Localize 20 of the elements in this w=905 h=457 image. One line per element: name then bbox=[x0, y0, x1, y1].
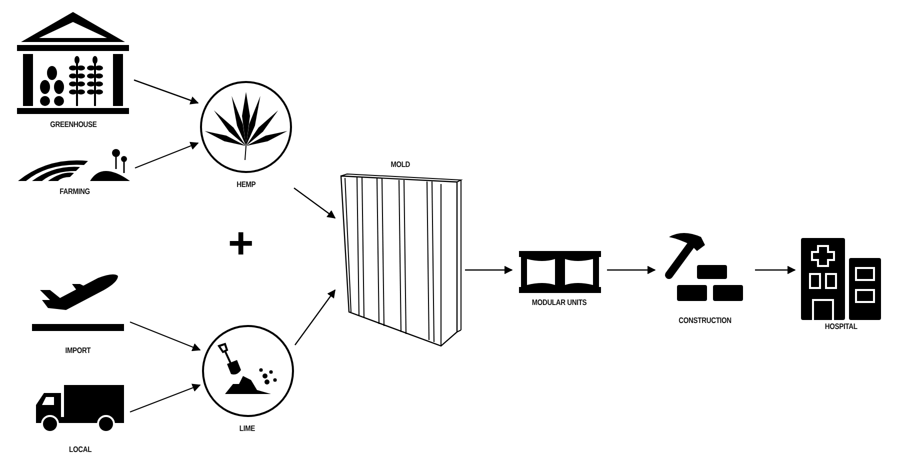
arrow bbox=[134, 142, 199, 169]
node-label: FARMING bbox=[60, 187, 90, 197]
node-label: MODULAR UNITS bbox=[532, 298, 587, 308]
node-label: HOSPITAL bbox=[824, 322, 858, 332]
arrow bbox=[134, 79, 199, 104]
arrow bbox=[465, 266, 513, 274]
arrow bbox=[130, 384, 201, 413]
arrow bbox=[294, 289, 336, 346]
arrow bbox=[755, 266, 796, 274]
arrow bbox=[607, 266, 656, 274]
arrow bbox=[130, 321, 201, 352]
plus-sign: + bbox=[228, 222, 254, 266]
node-label: LIME bbox=[240, 424, 256, 434]
node-label: GREENHOUSE bbox=[50, 120, 96, 130]
arrow bbox=[294, 188, 336, 218]
node-label: LOCAL bbox=[68, 445, 92, 455]
node-label: HEMP bbox=[236, 180, 256, 190]
node-label: MOLD bbox=[390, 160, 410, 170]
node-label: IMPORT bbox=[64, 346, 90, 356]
node-label: CONSTRUCTION bbox=[678, 316, 732, 326]
